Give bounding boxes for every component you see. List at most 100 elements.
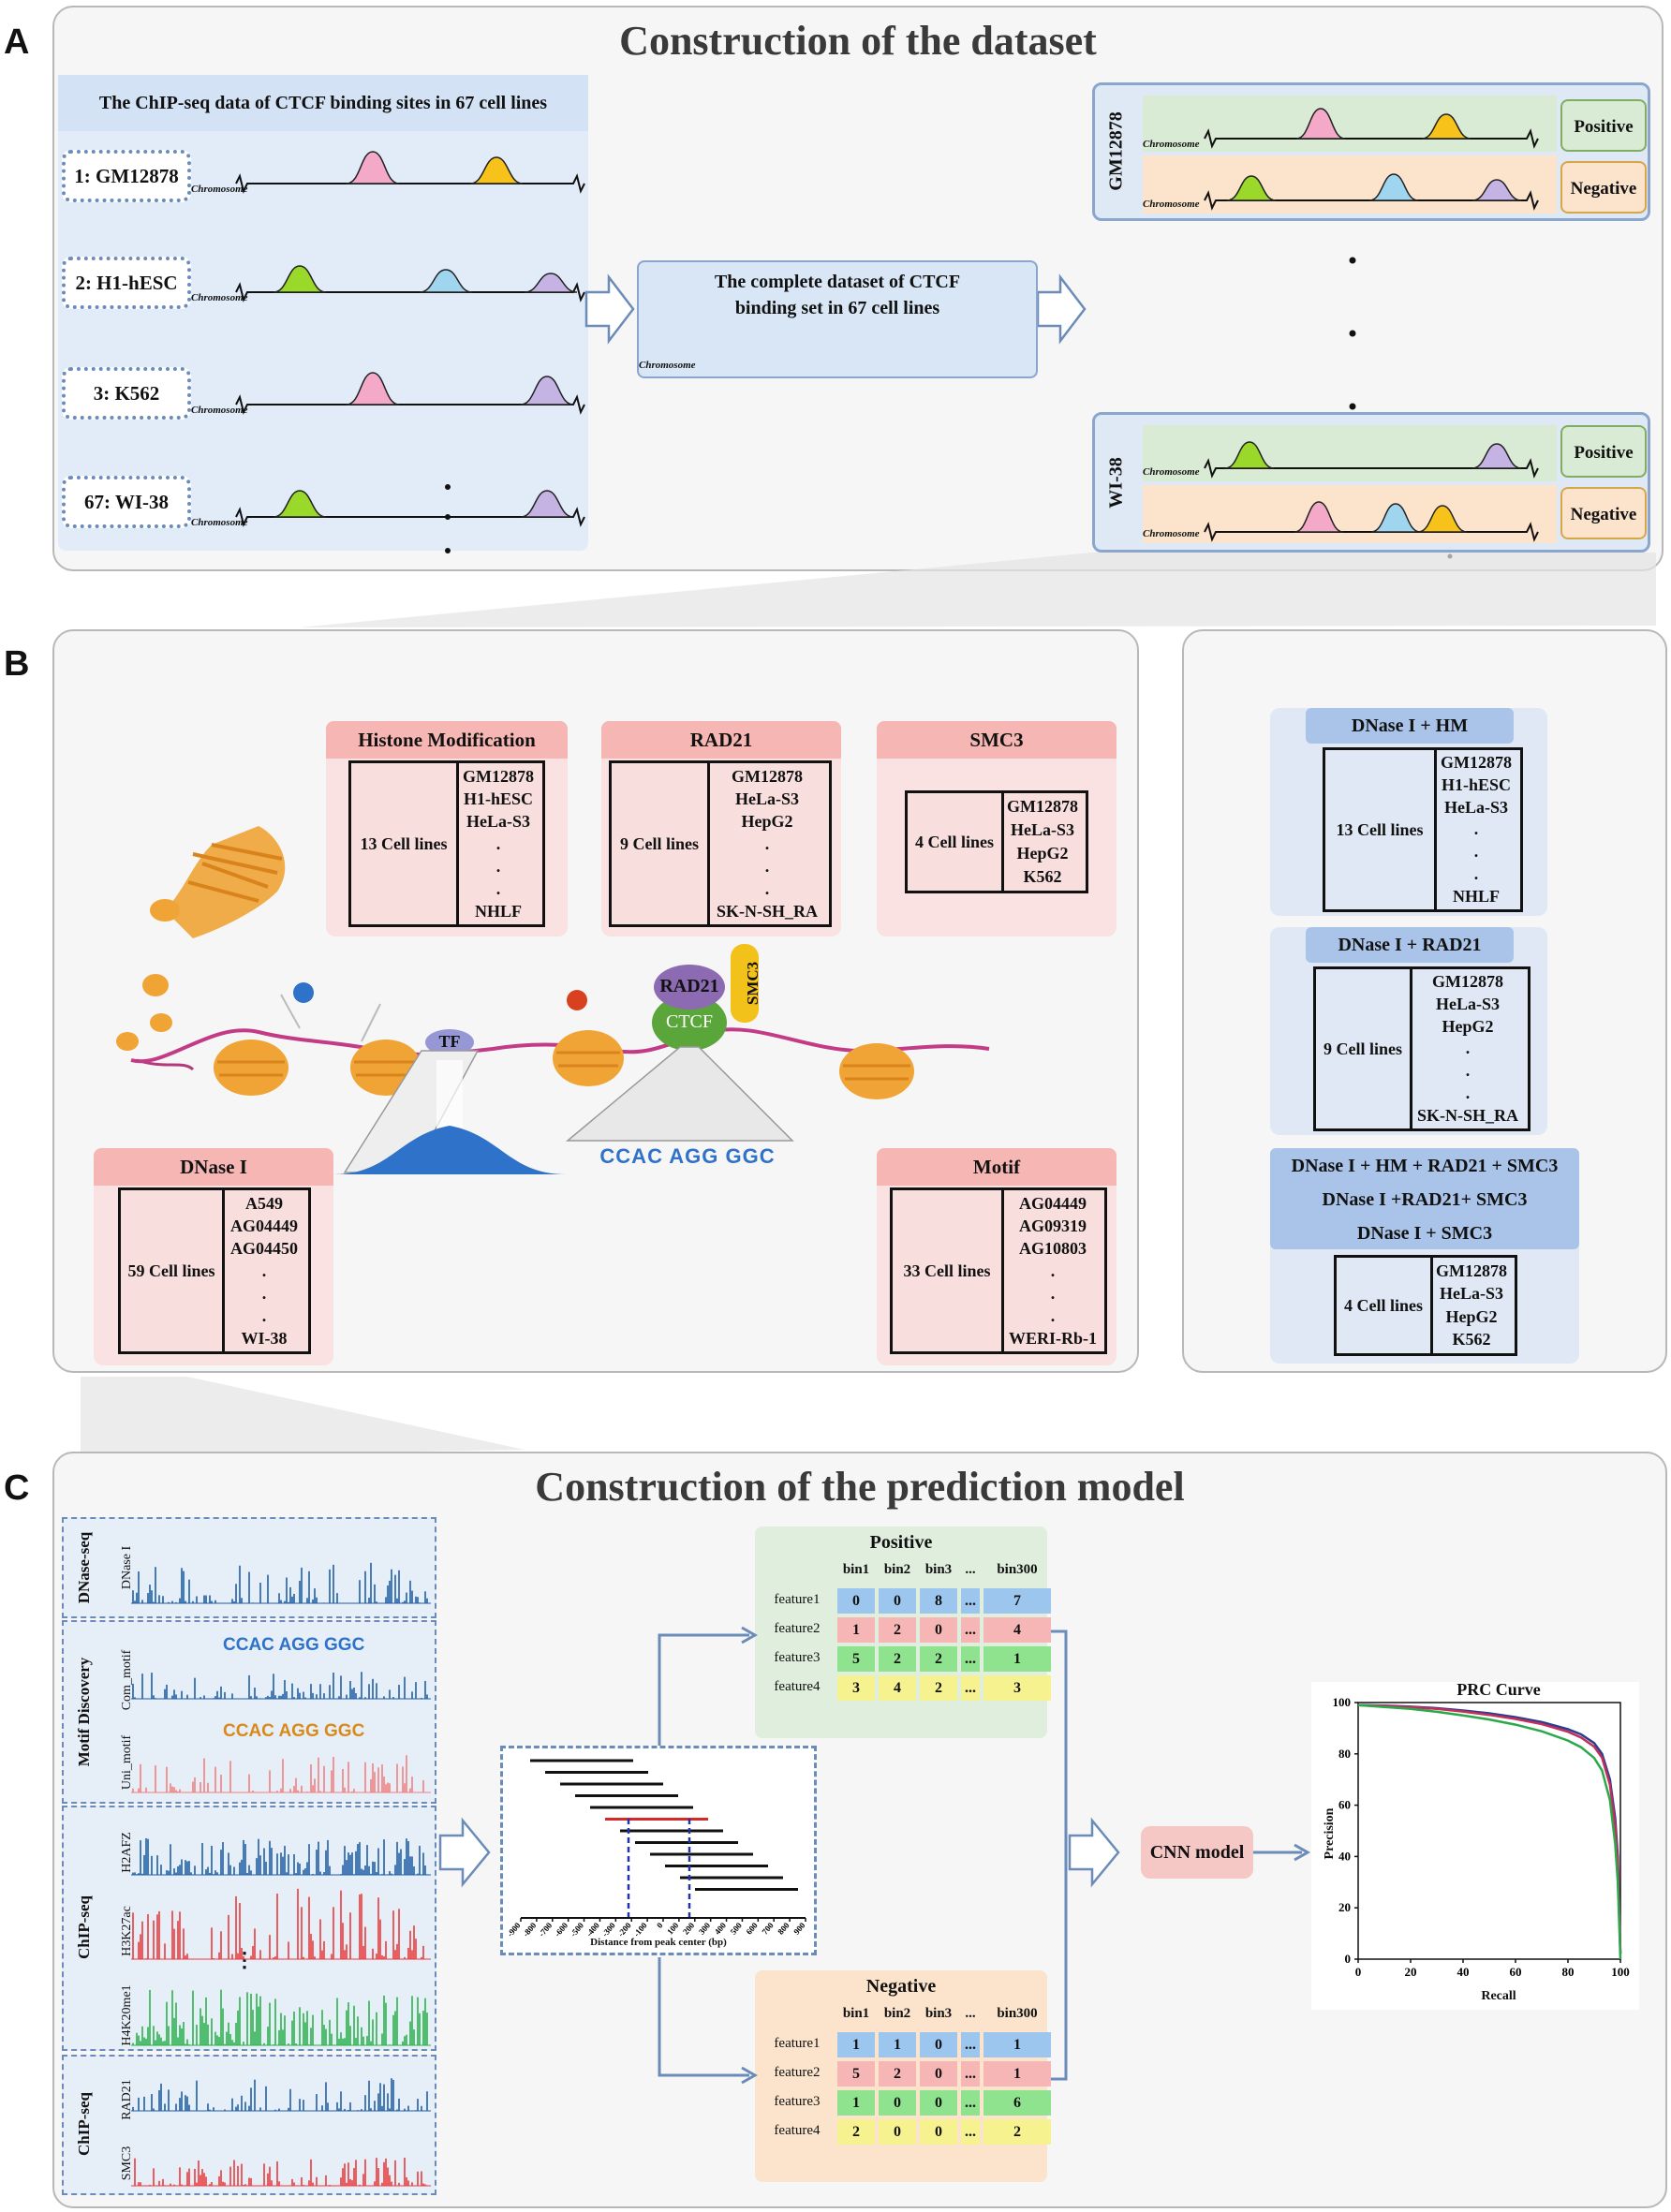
cell-line-item: HeLa-S3 — [1010, 820, 1074, 839]
matrix-cell: ... — [961, 2061, 980, 2087]
cell-line-item: . — [261, 1283, 267, 1303]
dnase-rad21-count: 9 Cell lines — [1316, 969, 1412, 1128]
matrix-cell: 2 — [920, 1646, 957, 1672]
signal-track — [131, 1989, 431, 2046]
cell-line-item: GM12878 — [1007, 797, 1078, 816]
tf-label: TF — [438, 1032, 461, 1051]
cell-line-item: GM12878 — [732, 766, 803, 786]
nucleosome-icon — [553, 1030, 624, 1086]
prc-y-tick-label: 60 — [1338, 1798, 1351, 1812]
positive-label: Positive — [1560, 425, 1647, 478]
cell-line-item: . — [764, 833, 770, 853]
cell-line-item: WERI-Rb-1 — [1008, 1328, 1097, 1348]
cell-line-item: SK-N-SH_RA — [1416, 1105, 1518, 1125]
matrix-cell: 1 — [983, 1646, 1051, 1672]
matrix-column-header: bin1 — [842, 2006, 870, 2021]
dnase-peak-icon — [333, 1126, 566, 1174]
signal-track — [131, 2078, 431, 2112]
complete-dataset-line2: binding set in 67 cell lines — [734, 298, 940, 318]
matrix-cell: 7 — [983, 1588, 1051, 1614]
cell-line-item: . — [495, 856, 501, 876]
complete-dataset-box — [637, 260, 1038, 378]
matrix-column-header: bin300 — [997, 1562, 1038, 1577]
multi-combined-title-1: DNase I + HM + RAD21 + SMC3 — [1291, 1156, 1559, 1176]
negative-label: Negative — [1560, 161, 1647, 214]
matrix-cell: ... — [961, 1646, 980, 1672]
arrow-right-icon — [1068, 1817, 1120, 1888]
matrix-row-label: feature3 — [774, 2094, 821, 2109]
cell-line-item: H1-hESC — [1441, 775, 1512, 795]
matrix-column-header: bin3 — [924, 1562, 953, 1577]
cell-line-item: GM12878 — [1436, 1261, 1507, 1280]
cell-line-item: GM12878 — [1432, 972, 1503, 992]
cell-line-item: HepG2 — [1442, 1016, 1494, 1036]
motif-logo: CCAC AGG GGC — [599, 1144, 776, 1168]
cell-line-item: HeLa-S3 — [466, 811, 530, 831]
rad21-title: RAD21 — [601, 721, 841, 759]
dnase-count: 59 Cell lines — [121, 1190, 225, 1351]
positive-label: Positive — [1560, 99, 1647, 152]
motif-logo-uni: CCAC AGG GGC — [223, 1721, 365, 1741]
nucleosome-icon — [214, 1040, 288, 1096]
wi38-negative-bg — [1143, 485, 1557, 543]
matrix-cell: 0 — [920, 1617, 957, 1643]
matrix-cell: 1 — [837, 1617, 875, 1643]
signal-track — [131, 1837, 431, 1876]
matrix-column-header: ... — [965, 2006, 976, 2021]
matrix-row-label: feature3 — [774, 1650, 821, 1665]
motif-logo-com: CCAC AGG GGC — [223, 1635, 365, 1655]
matrix-cell: ... — [961, 1588, 980, 1614]
matrix-row-label: feature2 — [774, 2065, 821, 2080]
panel-a-letter: A — [4, 22, 30, 62]
transition-wedge-bc — [81, 1377, 525, 1457]
histone-lines: GM12878 H1-hESC HeLa-S3 . . . NHLF — [454, 763, 542, 924]
matrix-cell: 1 — [837, 2090, 875, 2116]
signal-track — [131, 1755, 431, 1793]
arrow-right-icon — [1036, 273, 1087, 345]
bins-axis-label: Distance from peak center (bp) — [590, 1937, 727, 1948]
chromatin-fiber-icon — [116, 826, 286, 1071]
cell-line-item: . — [1050, 1305, 1056, 1325]
dnase-rad21-lines: GM12878 HeLa-S3 HepG2 . . . SK-N-SH_RA — [1408, 969, 1528, 1128]
multi-combined-title-2: DNase I +RAD21+ SMC3 — [1322, 1189, 1528, 1210]
rad21-table: 9 Cell lines GM12878 HeLa-S3 HepG2 . . .… — [609, 760, 832, 927]
cell-line-item: . — [261, 1261, 267, 1280]
smc3-count: 4 Cell lines — [908, 793, 1004, 891]
prc-y-tick-label: 100 — [1333, 1695, 1352, 1709]
matrix-row-label: feature4 — [774, 2123, 821, 2138]
chromosome-track — [235, 484, 585, 553]
matrix-cell: 0 — [920, 2061, 957, 2087]
rad21-count: 9 Cell lines — [612, 763, 710, 924]
cell-line-item: HepG2 — [741, 811, 793, 831]
cell-line-item: AG04449 — [1019, 1193, 1087, 1213]
cell-line-item: AG04449 — [230, 1216, 298, 1235]
cell-line-67: 67: WI-38 — [62, 476, 191, 528]
histone-title: Histone Modification — [326, 721, 568, 759]
multi-combined-lines: GM12878 HeLa-S3 HepG2 K562 — [1428, 1258, 1515, 1353]
cell-line-item: HepG2 — [1016, 844, 1069, 863]
motif-count: 33 Cell lines — [893, 1190, 1004, 1351]
cell-line-item: K562 — [1023, 867, 1062, 886]
prc-y-tick-label: 40 — [1338, 1849, 1351, 1863]
matrix-cell: 0 — [920, 2032, 957, 2057]
dnase-hm-title: DNase I + HM — [1306, 708, 1514, 744]
matrix-cell: 2 — [879, 1617, 916, 1643]
cell-line-item: HepG2 — [1445, 1306, 1498, 1326]
matrix-row-label: feature1 — [774, 1592, 821, 1607]
matrix-cell: 0 — [837, 1588, 875, 1614]
prc-series-line-3 — [1357, 1703, 1622, 1960]
panel-b-letter: B — [4, 644, 30, 684]
multi-combined-title-3: DNase I + SMC3 — [1356, 1223, 1493, 1244]
histone-mark-icon — [293, 982, 314, 1003]
prc-xlabel: Recall — [1481, 1989, 1516, 2003]
right-block-tracks — [300, 108, 1656, 627]
tf-icon — [425, 1029, 474, 1055]
nucleosome-icon — [839, 1043, 914, 1099]
cell-line-item: GM12878 — [1441, 753, 1512, 773]
cell-line-item: NHLF — [1452, 886, 1500, 906]
ctcf-protein-label: CTCF — [665, 1011, 714, 1032]
complete-dataset-line1: The complete dataset of CTCF — [714, 272, 961, 292]
prc-y-tick-label: 20 — [1338, 1900, 1351, 1914]
